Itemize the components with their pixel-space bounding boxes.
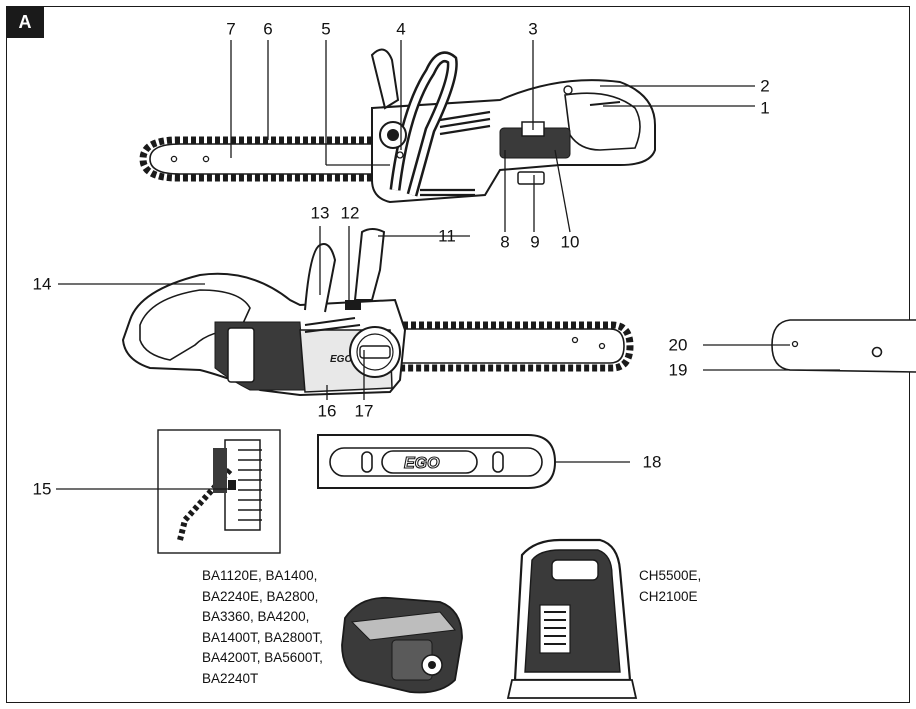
battery-model-line: BA3360, BA4200, xyxy=(202,609,310,624)
lock-off-button-mid xyxy=(345,300,361,310)
callout-9: 9 xyxy=(530,232,540,252)
chainsaw-top-view xyxy=(139,48,656,204)
ego-logo-mid: EGO xyxy=(330,354,352,365)
charger-model-line: CH5500E, xyxy=(639,568,702,583)
callout-12: 12 xyxy=(340,203,360,223)
battery-model-line: BA1120E, BA1400, xyxy=(202,568,318,583)
battery-model-line: BA4200T, BA5600T, xyxy=(202,650,323,665)
callout-15: 15 xyxy=(32,479,52,499)
battery-models: BA1120E, BA1400, BA2240E, BA2800, BA3360… xyxy=(202,566,323,689)
saw-chain-mid xyxy=(395,321,634,372)
battery-pack xyxy=(341,596,463,694)
chainsaw-side-view: EGO xyxy=(121,228,634,397)
chain-brake-mid xyxy=(353,228,386,301)
oil-inset xyxy=(157,429,281,554)
battery-model-line: BA1400T, BA2800T, xyxy=(202,629,323,645)
callout-6: 6 xyxy=(263,19,273,39)
charger-models: CH5500E, CH2100E xyxy=(639,566,701,607)
callout-14: 14 xyxy=(32,274,52,294)
callout-4: 4 xyxy=(396,19,406,39)
callout-18: 18 xyxy=(642,452,662,472)
callout-3: 3 xyxy=(528,19,538,39)
callout-11: 11 xyxy=(438,226,456,246)
battery-model-line: BA2240T xyxy=(202,670,259,686)
callout-13: 13 xyxy=(310,203,330,223)
rear-handle-grip-top xyxy=(564,92,641,151)
callout-8: 8 xyxy=(500,232,510,252)
callout-5: 5 xyxy=(321,19,331,39)
scabbard: EGO xyxy=(317,434,557,489)
charger xyxy=(506,538,638,699)
callout-7: 7 xyxy=(226,19,236,39)
callout-1: 1 xyxy=(760,98,770,118)
chain-brake-top xyxy=(370,48,400,110)
callout-2: 2 xyxy=(760,76,770,96)
callout-10: 10 xyxy=(560,232,580,252)
callout-17: 17 xyxy=(354,401,374,421)
battery-model-line: BA2240E, BA2800, xyxy=(202,588,319,604)
guide-bar-detail xyxy=(771,319,916,373)
leader-lines xyxy=(56,40,840,490)
guide-bar-top xyxy=(149,143,376,175)
vents-top xyxy=(420,110,491,197)
figure-tag: A xyxy=(6,6,44,38)
callout-19: 19 xyxy=(668,360,688,380)
charger-model-line: CH2100E xyxy=(639,588,698,604)
guide-bar-mid xyxy=(394,328,625,364)
ego-logo-scabbard: EGO xyxy=(404,455,440,472)
callout-20: 20 xyxy=(668,335,688,355)
callout-16: 16 xyxy=(317,401,337,421)
